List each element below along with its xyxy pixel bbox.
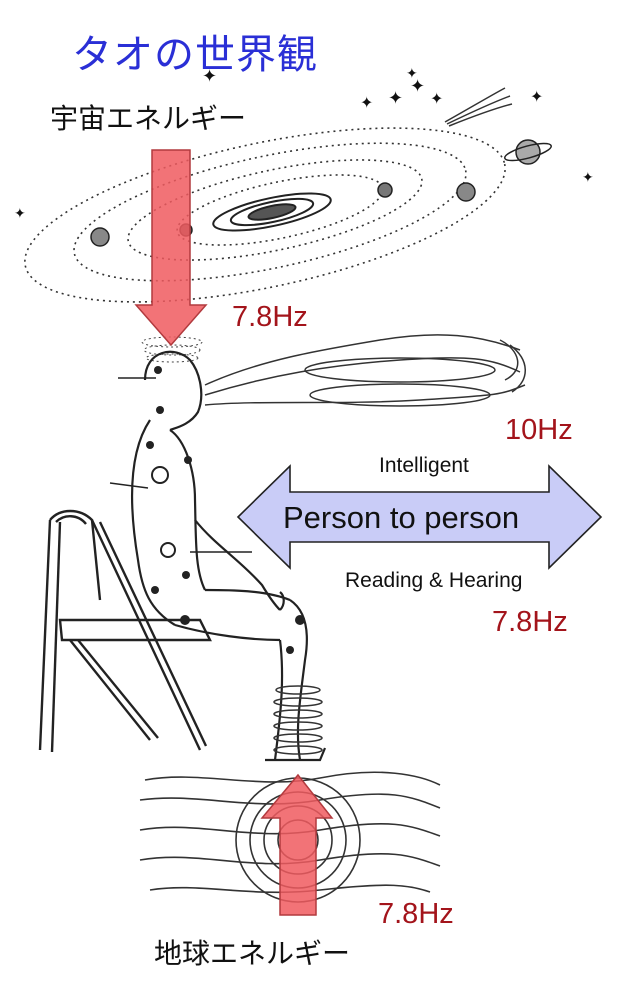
head-spiral [141,336,203,363]
svg-text:✦: ✦ [388,88,403,109]
page-title: タオの世界観 [72,32,318,78]
person-to-person-label: Person to person [283,500,520,535]
earth-energy-label: 地球エネルギー [154,937,351,970]
stars: ✦ ✦ ✦ ✦ ✦ ✦ ✦ ✦ ✦ [14,66,594,222]
svg-text:✦: ✦ [360,93,373,112]
planets [90,139,552,247]
frequency-earth-label: 7.8Hz [378,898,454,930]
leg-spring [273,685,323,755]
folding-chair [38,509,212,753]
cosmic-energy-arrow [134,149,208,347]
person-to-person-double-arrow [236,464,603,570]
svg-text:✦: ✦ [202,66,217,87]
seated-person [131,350,327,762]
intelligent-label: Intelligent [379,454,469,477]
galaxy-core [212,192,332,232]
mind-waves [204,334,526,407]
pointer-lines [109,377,252,553]
svg-text:✦: ✦ [582,170,594,186]
comet [444,87,513,127]
frequency-mind-label: 10Hz [505,414,573,446]
svg-text:✦: ✦ [406,66,418,82]
frequency-head-label: 7.8Hz [232,301,308,333]
reading-hearing-label: Reading & Hearing [345,569,523,592]
earth-energy-arrow [260,773,334,916]
cosmic-energy-label: 宇宙エネルギー [50,102,247,135]
svg-text:✦: ✦ [14,206,26,222]
svg-text:✦: ✦ [430,89,443,108]
frequency-reading-label: 7.8Hz [492,606,568,638]
svg-text:✦: ✦ [530,87,543,106]
meridian-points [146,366,305,654]
svg-text:✦: ✦ [410,76,425,97]
